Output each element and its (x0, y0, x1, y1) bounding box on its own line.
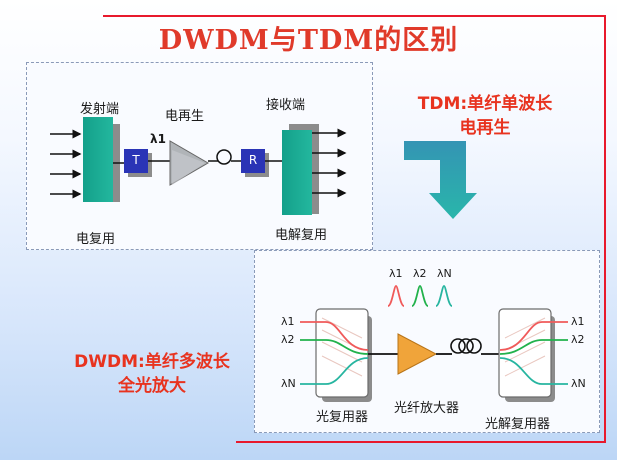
dwdm-note: DWDM:单纤多波长 全光放大 (54, 350, 250, 398)
spectrum-label-n: λN (437, 267, 452, 280)
spectrum-label-1: λ1 (389, 267, 403, 280)
tdm-r-box (241, 149, 265, 173)
tdm-demux-label: 电解复用 (275, 228, 328, 243)
demux-out-lambda-n: λN (571, 377, 586, 390)
tdm-mux-label: 电复用 (76, 232, 116, 247)
dwdm-demux-label: 光解复用器 (485, 417, 551, 432)
tdm-fiber-coil (216, 149, 232, 165)
tdm-rx-label: 接收端 (266, 98, 306, 113)
dwdm-note-line1: DWDM:单纤多波长 (74, 352, 230, 372)
mux-in-lambda-2: λ2 (281, 333, 295, 346)
frame-line-right (604, 15, 606, 443)
tdm-tx-label: 发射端 (80, 102, 120, 117)
dwdm-mux-block (315, 308, 369, 398)
dwdm-mux-lines (300, 321, 369, 385)
tdm-input-arrows (50, 129, 82, 199)
dwdm-demux-block (498, 308, 552, 398)
tdm-note: TDM:单纤单波长 电再生 (404, 92, 566, 140)
dwdm-demux-lines (499, 321, 568, 385)
demux-out-lambda-1: λ1 (571, 315, 585, 328)
tdm-r-label: R (248, 153, 258, 167)
tdm-regen-label: 电再生 (165, 109, 205, 124)
tdm-t-box (124, 149, 148, 173)
tdm-t-label: T (132, 153, 140, 167)
tdm-note-line2: 电再生 (459, 118, 511, 138)
tdm-demux-block (282, 130, 312, 215)
tdm-note-line1: TDM:单纤单波长 (417, 94, 553, 114)
mux-in-lambda-n: λN (281, 377, 296, 390)
frame-line-bottom (236, 441, 606, 443)
dwdm-note-line2: 全光放大 (118, 376, 186, 396)
dwdm-mux-label: 光复用器 (316, 410, 369, 425)
dwdm-amp-label: 光纤放大器 (394, 401, 460, 416)
tdm-output-arrows (312, 128, 347, 198)
spectrum-label-2: λ2 (413, 267, 427, 280)
tdm-mux-block (83, 117, 113, 202)
demux-out-lambda-2: λ2 (571, 333, 585, 346)
dwdm-fiber-coils (450, 338, 482, 354)
page-title: DWDM与TDM的区别 (158, 25, 459, 56)
transition-arrow (404, 141, 477, 219)
dwdm-amplifier (397, 333, 438, 375)
dwdm-spectrum (387, 285, 453, 307)
frame-line-top (103, 15, 606, 17)
mux-in-lambda-1: λ1 (281, 315, 295, 328)
tdm-lambda-label: λ1 (150, 132, 166, 146)
